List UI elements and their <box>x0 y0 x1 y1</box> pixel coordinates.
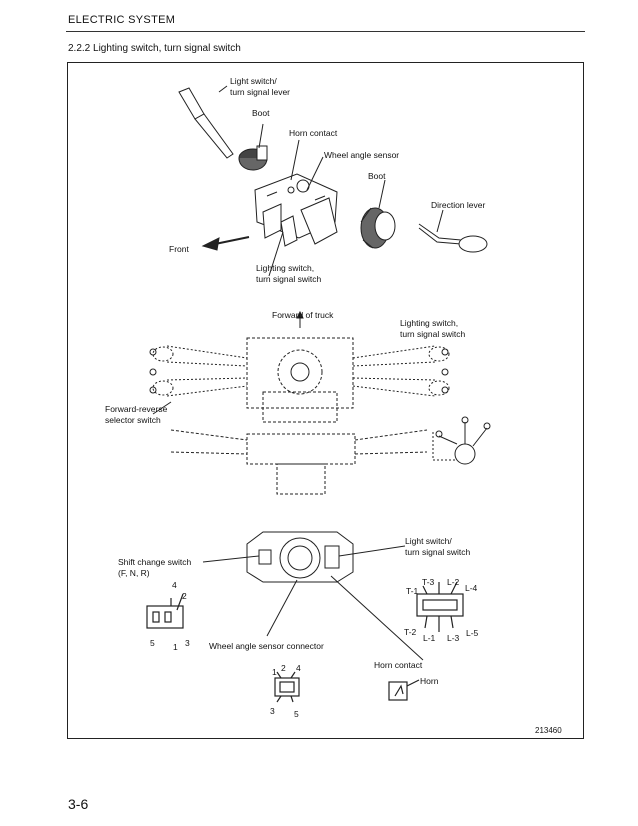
shift-pin-4: 4 <box>172 580 177 590</box>
light-pin-l4: L-4 <box>465 583 478 593</box>
lever-label: Light switch/ turn signal lever <box>230 76 291 97</box>
sensor-pin-4: 4 <box>296 663 301 673</box>
horn-label: Horn <box>420 676 439 686</box>
light-switch-connector-label: Light switch/ turn signal switch <box>405 536 471 557</box>
header-title: ELECTRIC SYSTEM <box>68 14 176 26</box>
boot-upper-part <box>238 145 268 171</box>
page-number: 3-6 <box>68 796 89 812</box>
direction-lever-label: Direction lever <box>431 200 486 210</box>
light-pin-t2: T-2 <box>404 627 417 637</box>
sensor-pin-5: 5 <box>294 709 299 719</box>
boot-right-part <box>360 207 396 249</box>
diagram-illustration <box>146 85 491 703</box>
selector-switch-label: Forward-reverse selector switch <box>105 404 168 425</box>
light-pin-l3: L-3 <box>447 633 460 643</box>
sensor-connector <box>274 671 300 703</box>
shift-change-switch-label: Shift change switch (F, N, R) <box>118 557 192 578</box>
light-pin-l5: L-5 <box>466 628 479 638</box>
shift-pin-5: 5 <box>150 638 155 648</box>
sensor-pin-2: 2 <box>281 663 286 673</box>
light-pin-l2: L-2 <box>447 577 460 587</box>
top-switch-label: Lighting switch, turn signal switch <box>400 318 466 339</box>
lever-part <box>178 87 234 159</box>
header-rule <box>66 31 585 32</box>
boot-right-label: Boot <box>368 171 386 181</box>
figure-number: 213460 <box>535 726 562 735</box>
boot-upper-label: Boot <box>252 108 270 118</box>
wheel-sensor-connector-label: Wheel angle sensor connector <box>209 641 324 651</box>
sensor-pin-3: 3 <box>270 706 275 716</box>
light-pin-t3: T-3 <box>422 577 435 587</box>
connector-leaders <box>202 545 424 661</box>
horn-contact-part <box>388 679 420 701</box>
wheel-angle-sensor-label: Wheel angle sensor <box>324 150 400 160</box>
shift-pin-3: 3 <box>185 638 190 648</box>
forward-of-truck-label: Forward of truck <box>272 310 334 320</box>
sensor-pin-1: 1 <box>272 667 277 677</box>
top-right-levers <box>352 345 450 397</box>
horn-contact-label: Horn contact <box>289 128 338 138</box>
front-label: Front <box>169 244 189 254</box>
shift-connector <box>146 593 184 629</box>
horn-contact-bottom-label: Horn contact <box>374 660 423 670</box>
shift-pin-2: 2 <box>182 591 187 601</box>
selector-detail <box>432 416 491 465</box>
leader-lines-top <box>218 85 444 277</box>
light-connector <box>416 581 464 632</box>
light-pin-t1: T-1 <box>406 586 419 596</box>
bottom-switch-body <box>246 531 354 583</box>
section-title: 2.2.2 Lighting switch, turn signal switc… <box>68 43 241 54</box>
assembly-label: Lighting switch, turn signal switch <box>256 263 322 284</box>
shift-pin-1: 1 <box>173 642 178 652</box>
side-view-body <box>170 429 428 495</box>
top-switch-body <box>246 337 354 423</box>
top-left-levers <box>152 345 248 397</box>
figure-frame <box>67 62 584 739</box>
switch-assembly-part <box>254 173 338 247</box>
light-pin-l1: L-1 <box>423 633 436 643</box>
front-arrow <box>201 236 250 251</box>
direction-lever-part <box>418 223 488 253</box>
